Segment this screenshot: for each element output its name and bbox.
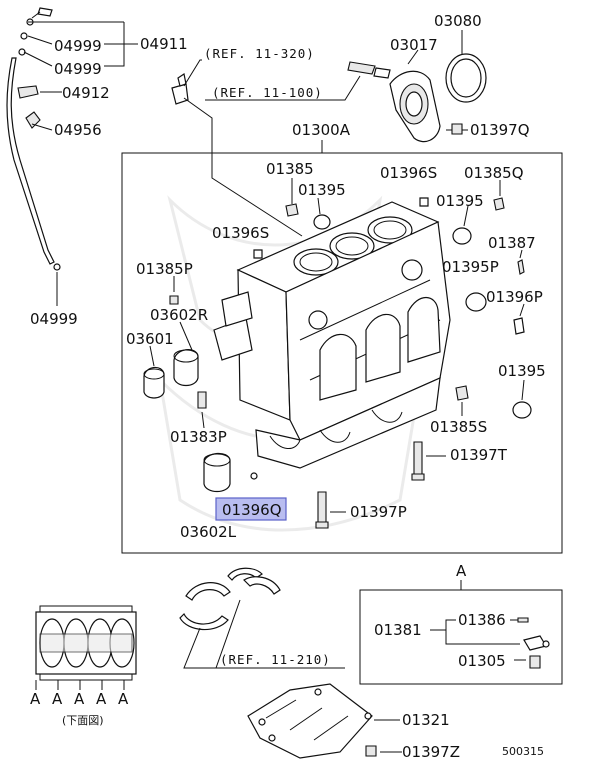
part-label-01305[interactable]: 01305	[458, 652, 506, 670]
plug-01385P	[169, 295, 179, 305]
ref-11-210[interactable]: (REF. 11-210)	[220, 652, 331, 667]
part-label-01397Z[interactable]: 01397Z	[402, 743, 460, 761]
part-label-01395-upper[interactable]: 01395	[298, 181, 346, 199]
part-label-01397Q[interactable]: 01397Q	[470, 121, 530, 139]
ref-11-100-leader	[205, 75, 361, 101]
expansion-plug-01395-b	[452, 227, 472, 245]
part-label-03017[interactable]: 03017	[390, 36, 438, 54]
bolt-01397Q	[451, 123, 463, 135]
bearing-03601	[143, 366, 165, 399]
plug-01395P	[465, 292, 487, 312]
pin-01387	[517, 259, 525, 275]
bearing-03602L	[203, 452, 231, 493]
part-label-01385Q[interactable]: 01385Q	[464, 164, 524, 182]
part-label-01395-lower[interactable]: 01395	[498, 362, 546, 380]
detail-a-title: A	[456, 562, 467, 580]
plug-01385Q	[493, 197, 505, 211]
oil-baffle-plate	[247, 683, 373, 759]
oil-pressure-switch	[171, 59, 213, 150]
diagram-number: 500315	[502, 745, 544, 758]
part-label-03602R[interactable]: 03602R	[150, 306, 208, 324]
part-label-03602L[interactable]: 03602L	[180, 523, 237, 541]
part-label-04999-upper[interactable]: 04999	[54, 37, 102, 55]
main-group-frame	[121, 152, 563, 554]
part-label-01397P[interactable]: 01397P	[350, 503, 407, 521]
part-label-04999-bottom[interactable]: 04999	[30, 310, 78, 328]
part-label-03601[interactable]: 03601	[126, 330, 174, 348]
plug-01385	[285, 203, 299, 217]
dowel-01396S-left	[253, 249, 263, 259]
part-label-04912[interactable]: 04912	[62, 84, 110, 102]
part-label-04956[interactable]: 04956	[54, 121, 102, 139]
bolt-01397Z	[365, 745, 377, 757]
part-label-01396P[interactable]: 01396P	[486, 288, 543, 306]
part-label-01396S-right[interactable]: 01396S	[380, 164, 437, 182]
stud-01383P	[197, 391, 207, 409]
rear-oil-seal-ring	[445, 53, 487, 103]
part-label-04999-lower[interactable]: 04999	[54, 60, 102, 78]
dowel-01396S-right	[419, 197, 429, 207]
part-label-01381[interactable]: 01381	[374, 621, 422, 639]
part-label-01396S-left[interactable]: 01396S	[212, 224, 269, 242]
part-label-03080[interactable]: 03080	[434, 12, 482, 30]
cylinder-block	[213, 201, 451, 469]
bottom-letter-a-5: A	[118, 690, 129, 708]
bolt-01397P	[315, 491, 329, 529]
ref-11-210-leader	[183, 599, 345, 669]
part-label-01385S[interactable]: 01385S	[430, 418, 487, 436]
dipstick-assembly	[6, 7, 61, 271]
part-label-01300A[interactable]: 01300A	[292, 121, 351, 139]
bottom-letter-a-1: A	[30, 690, 41, 708]
expansion-plug-01395-c	[512, 401, 532, 419]
detail-a-frame	[359, 589, 563, 685]
part-label-01395-right[interactable]: 01395	[436, 192, 484, 210]
ref-11-320[interactable]: (REF. 11-320)	[204, 46, 315, 61]
detail-a-parts	[517, 617, 550, 669]
bearing-03602R	[173, 349, 199, 387]
bottom-letter-a-2: A	[52, 690, 63, 708]
rear-oil-seal-case	[347, 61, 441, 143]
part-label-01395P[interactable]: 01395P	[442, 258, 499, 276]
bottom-view-letters: A A A A A	[30, 690, 129, 708]
part-label-01386[interactable]: 01386	[458, 611, 506, 629]
pin-01396P	[513, 317, 525, 335]
main-bearing-shells	[179, 567, 281, 631]
highlight-01396Q	[215, 497, 287, 521]
part-label-04911[interactable]: 04911	[140, 35, 188, 53]
part-label-01385[interactable]: 01385	[266, 160, 314, 178]
bottom-letter-a-4: A	[96, 690, 107, 708]
bolt-01397T	[411, 441, 425, 481]
part-label-01387[interactable]: 01387	[488, 234, 536, 252]
part-label-01321[interactable]: 01321	[402, 711, 450, 729]
ref-11-100[interactable]: (REF. 11-100)	[212, 85, 323, 100]
part-label-01383P[interactable]: 01383P	[170, 428, 227, 446]
bottom-view-caption: (下面図)	[62, 714, 104, 727]
plug-01385S	[455, 385, 469, 401]
part-label-01397T[interactable]: 01397T	[450, 446, 508, 464]
pin-01396Q	[250, 472, 258, 480]
dipstick-callouts	[23, 21, 138, 306]
bottom-letter-a-3: A	[74, 690, 85, 708]
block-bottom-view	[35, 605, 137, 690]
part-label-01385P[interactable]: 01385P	[136, 260, 193, 278]
expansion-plug-01395-a	[313, 214, 331, 230]
part-label-01396Q[interactable]: 01396Q	[222, 501, 282, 519]
